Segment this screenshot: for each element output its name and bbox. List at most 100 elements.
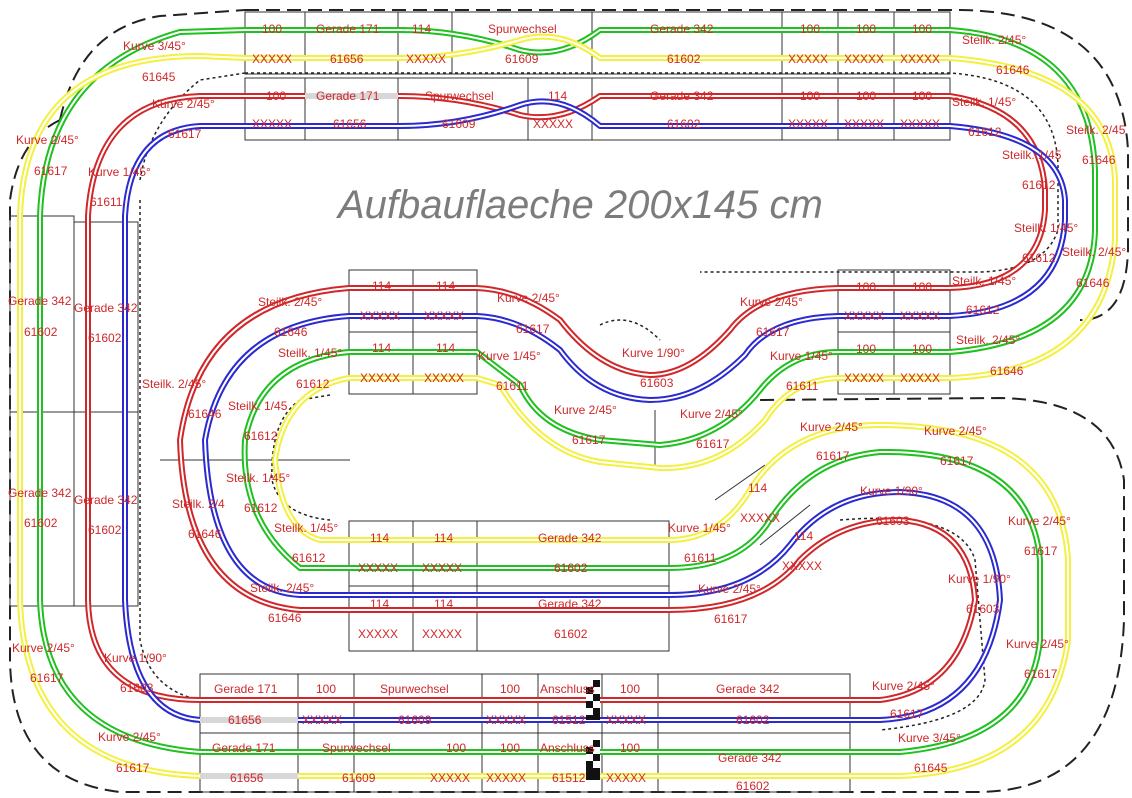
track-label: 61611 [90, 195, 123, 209]
track-label: Steilk. 2/45° [1062, 245, 1126, 259]
track-label: Steilk. 1/45 [1002, 148, 1062, 162]
track-label: 114 [436, 279, 455, 293]
track-label: Steilk. 2/4 [172, 497, 225, 511]
track-label: Kurve 2/45° [924, 424, 987, 438]
track-label: 61656 [230, 771, 264, 785]
track-label: Kurve 3/45° [898, 731, 961, 745]
track-label: Kurve 2/45° [800, 420, 863, 434]
track-label: Kurve 2/45° [872, 679, 935, 693]
track-label: 61603 [876, 514, 910, 528]
track-label: 100 [500, 682, 520, 696]
track-label: Gerade 342 [716, 682, 780, 696]
track-label: XXXXX [422, 561, 462, 575]
track-label: 61612 [244, 429, 278, 443]
track-label: 61609 [342, 771, 376, 785]
track-label: 61612 [292, 551, 326, 565]
track-label: Kurve 2/45° [1006, 637, 1069, 651]
track-label: Kurve 1/90° [948, 572, 1011, 586]
track-label: XXXXX [252, 117, 292, 131]
track-label: 61617 [30, 671, 64, 685]
track-label: Kurve 1/90° [622, 346, 685, 360]
track-label: 100 [912, 342, 932, 356]
track-label: XXXXX [788, 117, 828, 131]
track-label: Kurve 2/45° [497, 291, 560, 305]
track-label: Steilk. 2/45 [1066, 123, 1126, 137]
track-label: Steilk. 2/45° [250, 581, 314, 595]
track-label: 61617 [816, 449, 850, 463]
track-label: 61602 [667, 117, 701, 131]
track-label: 114 [370, 597, 389, 611]
track-label: 100 [800, 22, 820, 36]
track-green [37, 27, 1098, 755]
track-label: 61609 [505, 52, 539, 66]
track-label: Gerade 342 [74, 493, 138, 507]
track-label: 100 [620, 682, 640, 696]
track-label: Steilk. 1/45° [1014, 221, 1078, 235]
track-label: 61611 [496, 379, 529, 393]
track-label: XXXXX [406, 52, 446, 66]
track-label: XXXXX [360, 309, 400, 323]
track-label: 114 [434, 597, 453, 611]
track-label: Steilk. 1/45° [274, 521, 338, 535]
track-blue [122, 98, 1068, 723]
track-label: 61602 [554, 561, 588, 575]
track-label: 61646 [1076, 276, 1110, 290]
track-label: 100 [856, 22, 876, 36]
track-label: XXXXX [606, 771, 646, 785]
track-label: 114 [748, 481, 767, 495]
area-title: Aufbauflaeche 200x145 cm [336, 183, 823, 227]
track-label: Kurve 1/45° [88, 165, 151, 179]
track-label: 100 [500, 741, 520, 755]
track-label: Kurve 2/45° [16, 133, 79, 147]
track-label: XXXXX [900, 371, 940, 385]
track-label: 61612 [244, 501, 278, 515]
track-label: Gerade 342 [650, 22, 714, 36]
track-label: 61602 [88, 523, 122, 537]
track-label: 100 [620, 741, 640, 755]
track-label: Steilk. 2/45° [258, 295, 322, 309]
track-label: 61617 [1024, 667, 1058, 681]
track-label: 61617 [696, 437, 730, 451]
track-label: 61602 [736, 713, 770, 727]
track-label: Kurve 2/45° [680, 407, 743, 421]
track-label: 61617 [516, 322, 550, 336]
track-label: 61603 [120, 681, 154, 695]
track-label: 61645 [142, 70, 176, 84]
track-label: 100 [912, 22, 932, 36]
track-label: 114 [436, 341, 455, 355]
track-label: 61646 [990, 364, 1024, 378]
track-label: XXXXX [844, 52, 884, 66]
track-label: 61612 [296, 377, 330, 391]
track-label: Kurve 2/45° [554, 403, 617, 417]
track-label: 61617 [940, 454, 974, 468]
track-label: 61656 [330, 52, 364, 66]
track-label: 61611 [786, 379, 819, 393]
track-label: 100 [856, 342, 876, 356]
track-label: 61603 [640, 376, 674, 390]
track-label: XXXXX [360, 371, 400, 385]
track-label: XXXXX [424, 371, 464, 385]
track-label: 61617 [116, 761, 150, 775]
track-label: XXXXX [788, 52, 828, 66]
track-label: Steilk. 1/45° [952, 95, 1016, 109]
track-label: 61646 [274, 325, 308, 339]
track-label: XXXXX [606, 713, 646, 727]
track-label: Kurve 1/45° [770, 349, 833, 363]
track-label: 61617 [572, 433, 606, 447]
track-label: Gerade 171 [316, 89, 380, 103]
track-label: 61602 [554, 627, 588, 641]
track-label: 61602 [667, 52, 701, 66]
track-label: 100 [912, 280, 932, 294]
track-label: Gerade 342 [538, 597, 602, 611]
track-label: Kurve 3/45° [123, 39, 186, 53]
track-label: Spurwechsel [425, 89, 494, 103]
track-labels: 100 Gerade 171 114 Spurwechsel Gerade 34… [8, 22, 1126, 793]
track-red [85, 93, 1048, 703]
track-label: 114 [434, 531, 453, 545]
track-label: 61646 [268, 611, 302, 625]
anschluss-connector [586, 680, 600, 780]
track-label: 61656 [228, 713, 262, 727]
track-label: 114 [794, 529, 813, 543]
track-label: XXXXX [740, 511, 780, 525]
track-label: Gerade 171 [214, 682, 278, 696]
